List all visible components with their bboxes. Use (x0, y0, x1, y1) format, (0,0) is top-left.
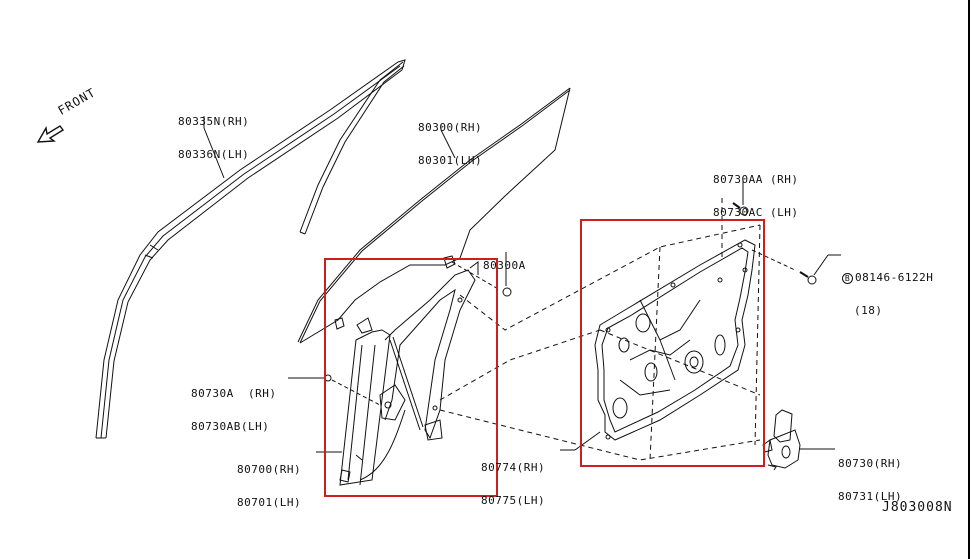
part-number: 80300A (483, 259, 526, 272)
callout-regulator-bolt-lower[interactable]: 80730A (RH) 80730AB(LH) (191, 366, 276, 443)
door-glass-drawing (297, 87, 571, 344)
window-motor-drawing (762, 409, 801, 471)
part-number-lh: 80336N(LH) (178, 148, 250, 161)
callout-module-panel[interactable]: 80774(RH) 80775(LH) (481, 440, 545, 517)
bolt-symbol-icon: B (842, 273, 853, 284)
bolt-icon (739, 206, 749, 216)
page-border (968, 0, 970, 559)
part-number-lh: 80730AC (LH) (713, 206, 799, 219)
part-number: 08146-6122H (855, 271, 934, 284)
part-number-lh: 80301(LH) (418, 154, 483, 167)
regulator-highlight-frame (324, 258, 498, 497)
sash-molding-drawing (95, 59, 406, 439)
part-number-lh: 80701(LH) (237, 496, 302, 509)
door-module-panel-drawing (594, 239, 756, 441)
part-number-rh: 80335N(RH) (178, 115, 250, 128)
module-panel-highlight-frame (580, 219, 765, 467)
part-number-rh: 80300(RH) (418, 121, 483, 134)
callout-glass-bolt[interactable]: 80300A (483, 238, 526, 282)
part-number-rh: 80730A (RH) (191, 387, 277, 400)
part-number-rh: 80700(RH) (237, 463, 302, 476)
part-number-rh: 80730AA (RH) (713, 173, 799, 186)
part-number-lh: 80731(LH) (838, 490, 903, 503)
bolt-icon (807, 275, 817, 285)
part-number-rh: 80730(RH) (838, 457, 903, 470)
bolt-icon (502, 287, 512, 297)
callout-motor[interactable]: 80730(RH) 80731(LH) (838, 436, 902, 513)
part-number-rh: 80774(RH) (481, 461, 546, 474)
callout-door-glass[interactable]: 80300(RH) 80301(LH) (418, 100, 482, 177)
front-arrow-icon (36, 125, 65, 143)
quantity: (18) (854, 304, 883, 317)
part-number-lh: 80730AB(LH) (191, 420, 270, 433)
callout-sash-molding[interactable]: 80335N(RH) 80336N(LH) (178, 94, 249, 171)
diagram-id: J803008N (882, 500, 953, 515)
part-number-lh: 80775(LH) (481, 494, 546, 507)
window-regulator-drawing (339, 261, 479, 486)
callout-regulator-bolt-upper[interactable]: 80730AA (RH) 80730AC (LH) (713, 152, 798, 229)
callout-regulator[interactable]: 80700(RH) 80701(LH) (237, 442, 301, 519)
